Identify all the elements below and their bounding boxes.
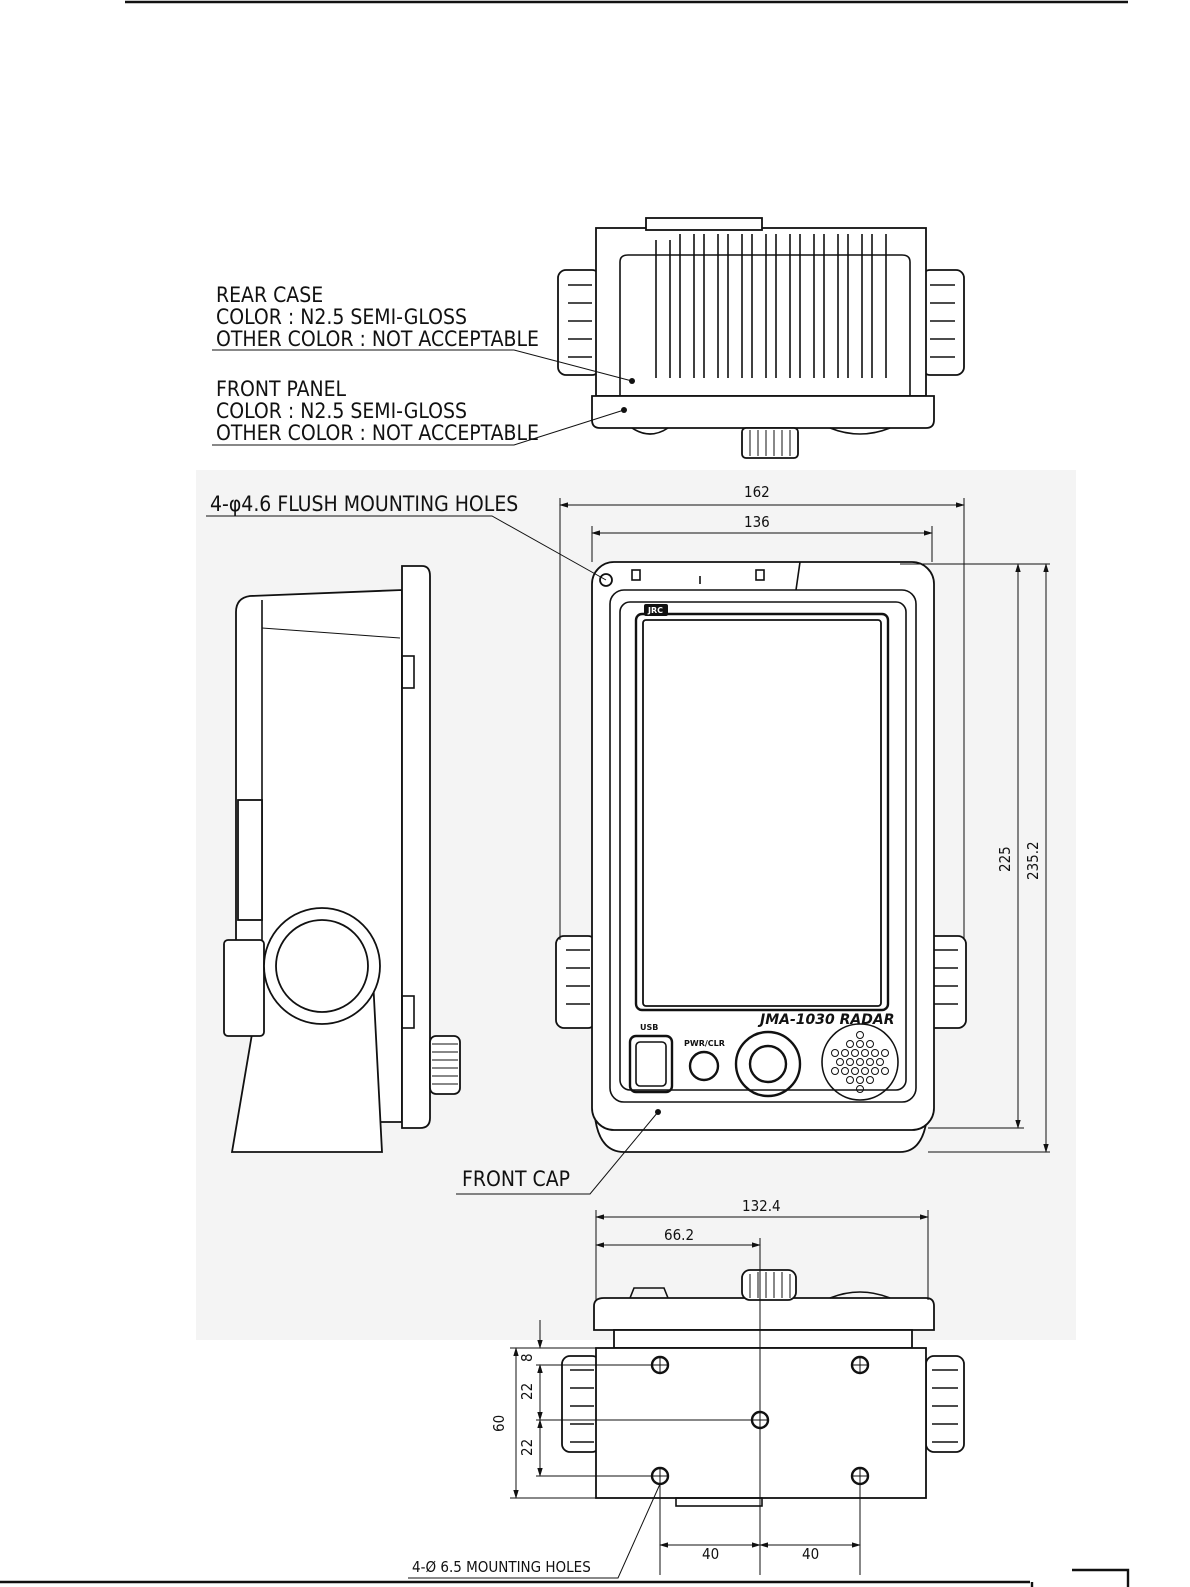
dim-22-a: 22	[518, 1383, 536, 1400]
front-panel-label: FRONT PANEL COLOR : N2.5 SEMI-GLOSS OTHE…	[216, 377, 539, 445]
front-cap-label: FRONT CAP	[462, 1167, 570, 1191]
front-panel-strip	[592, 396, 934, 428]
page-number-box	[1032, 1570, 1128, 1587]
side-bracket-foot	[224, 940, 264, 1036]
side-rotary-knob	[430, 1036, 460, 1094]
svg-text:OTHER COLOR : NOT ACCEPTABLE: OTHER COLOR : NOT ACCEPTABLE	[216, 421, 539, 445]
mounting-holes-label: 4-Ø 6.5 MOUNTING HOLES	[412, 1558, 591, 1576]
flush-holes-label: 4-φ4.6 FLUSH MOUNTING HOLES	[210, 492, 518, 516]
svg-text:OTHER COLOR : NOT ACCEPTABLE: OTHER COLOR : NOT ACCEPTABLE	[216, 327, 539, 351]
dim-132-4: 132.4	[742, 1197, 781, 1215]
dim-60: 60	[490, 1415, 508, 1432]
side-front-panel	[402, 566, 430, 1128]
side-knob	[276, 920, 368, 1012]
dim-8: 8	[518, 1353, 536, 1362]
top-view	[558, 218, 964, 458]
model-label: JMA-1030 RADAR	[757, 1012, 894, 1028]
dim-22-b: 22	[518, 1439, 536, 1456]
front-view: JRC JMA-1030 RADAR USB PWR/CLR	[556, 562, 966, 1152]
bottom-view	[562, 1270, 964, 1506]
side-recess	[238, 800, 262, 920]
rear-case-outline	[596, 228, 926, 396]
svg-text:FRONT PANEL: FRONT PANEL	[216, 377, 347, 401]
dim-66-2: 66.2	[664, 1226, 694, 1244]
display-screen	[643, 620, 881, 1006]
dim-136: 136	[744, 513, 770, 531]
svg-text:COLOR : N2.5 SEMI-GLOSS: COLOR : N2.5 SEMI-GLOSS	[216, 399, 467, 423]
rear-case-label: REAR CASE COLOR : N2.5 SEMI-GLOSS OTHER …	[216, 283, 539, 351]
svg-text:REAR CASE: REAR CASE	[216, 283, 323, 307]
usb-label: USB	[640, 1023, 658, 1032]
brand-logo: JRC	[647, 606, 663, 615]
svg-text:COLOR : N2.5 SEMI-GLOSS: COLOR : N2.5 SEMI-GLOSS	[216, 305, 467, 329]
dim-40-b: 40	[802, 1545, 819, 1563]
pwr-label: PWR/CLR	[684, 1039, 725, 1048]
rear-connector	[646, 218, 762, 230]
dim-40-a: 40	[702, 1545, 719, 1563]
dim-225: 225	[996, 846, 1014, 872]
side-view	[224, 566, 460, 1152]
dim-235-2: 235.2	[1024, 841, 1042, 880]
bottom-front-panel	[594, 1298, 934, 1330]
dim-162: 162	[744, 483, 770, 501]
